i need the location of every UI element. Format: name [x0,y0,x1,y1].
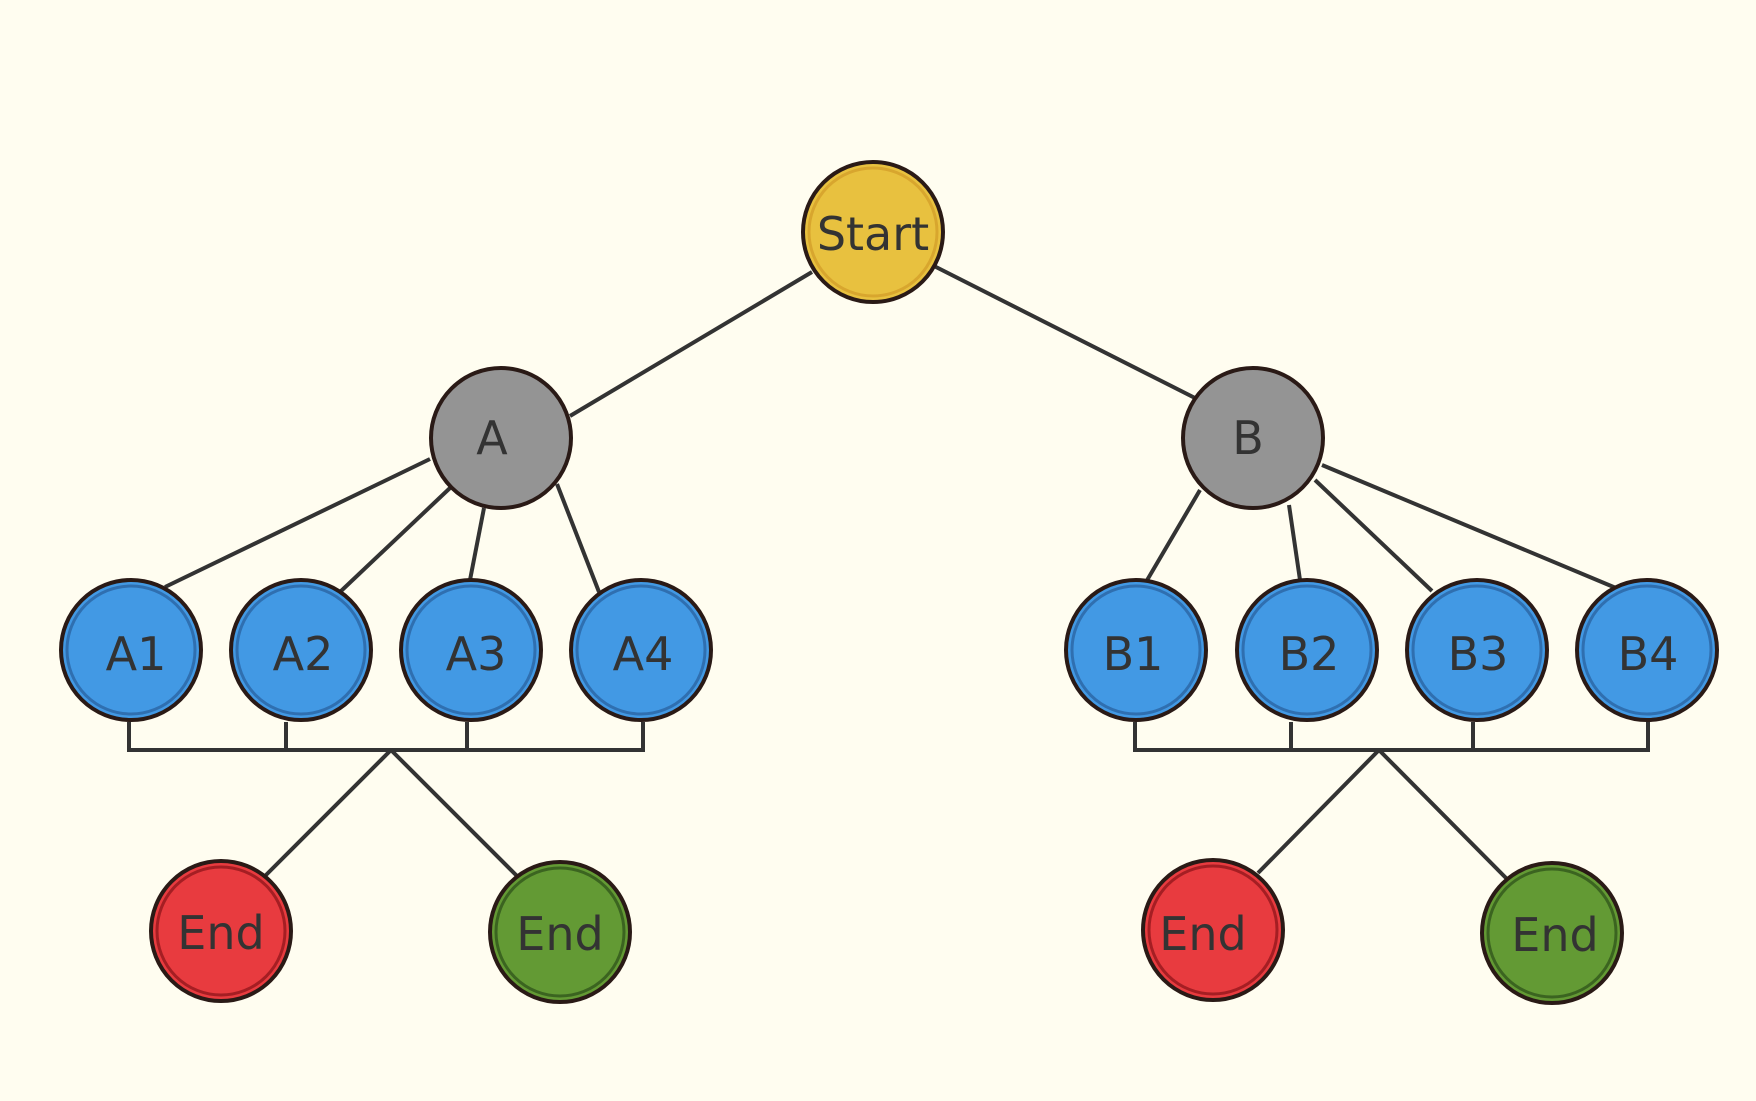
node-a2-ring [235,584,367,716]
node-a-end-green-circle [488,860,632,1004]
nodes-layer: Start A B A1 A2 A3 [59,160,1719,1005]
node-a3-ring [405,584,537,716]
edge-b-b2 [1287,504,1302,581]
node-b4-circle [1575,578,1719,722]
edge-a-a4 [555,483,601,593]
node-b-end-red-label: End [1159,907,1246,961]
node-a: A [429,366,573,510]
node-a-end-red-circle [149,859,293,1003]
connector-b-group [1133,722,1650,752]
node-a2: A2 [229,578,373,722]
edge-a-group-end-red [263,748,393,878]
node-b1: B1 [1064,578,1208,722]
node-b4-label: B4 [1618,627,1679,681]
node-b1-ring [1070,584,1202,716]
connector-a-group [127,722,645,752]
node-b4: B4 [1575,578,1719,722]
edge-a-a3 [468,507,486,581]
node-a-end-red-label: End [177,906,264,960]
node-b4-ring [1581,584,1713,716]
edge-a-group-end-green [389,748,520,879]
node-b-end-red: End [1141,858,1285,1002]
node-b2: B2 [1235,578,1379,722]
node-a-end-green-label: End [516,907,603,961]
edges-layer [127,264,1650,880]
node-a-end-red-ring [155,865,287,997]
node-a3-label: A3 [446,627,507,681]
node-b-label: B [1232,411,1264,465]
node-b-end-red-circle [1141,858,1285,1002]
node-b-end-green-ring [1486,867,1618,999]
node-a3-circle [399,578,543,722]
node-b1-label: B1 [1103,627,1164,681]
node-b3-circle [1405,578,1549,722]
node-b-circle [1181,366,1325,510]
node-b-end-red-ring [1147,864,1279,996]
node-a4-label: A4 [613,627,674,681]
edge-b-b3 [1313,478,1434,593]
node-a1: A1 [59,578,203,722]
node-a1-label: A1 [106,627,167,681]
node-b-end-green-label: End [1511,908,1598,962]
node-b3-ring [1411,584,1543,716]
edge-a-a2 [338,486,452,594]
node-a-label: A [476,411,508,465]
node-a4-ring [575,584,707,716]
node-start-ring [807,166,939,298]
node-a2-label: A2 [273,627,334,681]
edge-b-group-end-red [1256,748,1381,875]
edge-b-b4 [1321,463,1617,590]
node-b-end-green-circle [1480,861,1624,1005]
node-a-circle [429,366,573,510]
node-a1-ring [65,584,197,716]
edge-b-group-end-green [1377,748,1508,880]
node-b1-circle [1064,578,1208,722]
node-b3: B3 [1405,578,1549,722]
edge-start-a [568,270,814,418]
node-a3: A3 [399,578,543,722]
node-b: B [1181,366,1325,510]
node-a1-circle [59,578,203,722]
edge-start-b [933,264,1196,400]
node-b2-ring [1241,584,1373,716]
edge-b-b1 [1144,488,1202,584]
node-a2-circle [229,578,373,722]
node-start: Start [801,160,945,304]
node-a4-circle [569,578,713,722]
node-b2-circle [1235,578,1379,722]
node-b-end-green: End [1480,861,1624,1005]
node-start-label: Start [817,207,929,261]
node-a-end-green-ring [494,866,626,998]
node-a-end-green: End [488,860,632,1004]
node-a-end-red: End [149,859,293,1003]
node-a4: A4 [569,578,713,722]
node-b3-label: B3 [1448,627,1509,681]
node-start-circle [801,160,945,304]
node-b2-label: B2 [1279,627,1340,681]
edge-a-a1 [164,457,431,589]
